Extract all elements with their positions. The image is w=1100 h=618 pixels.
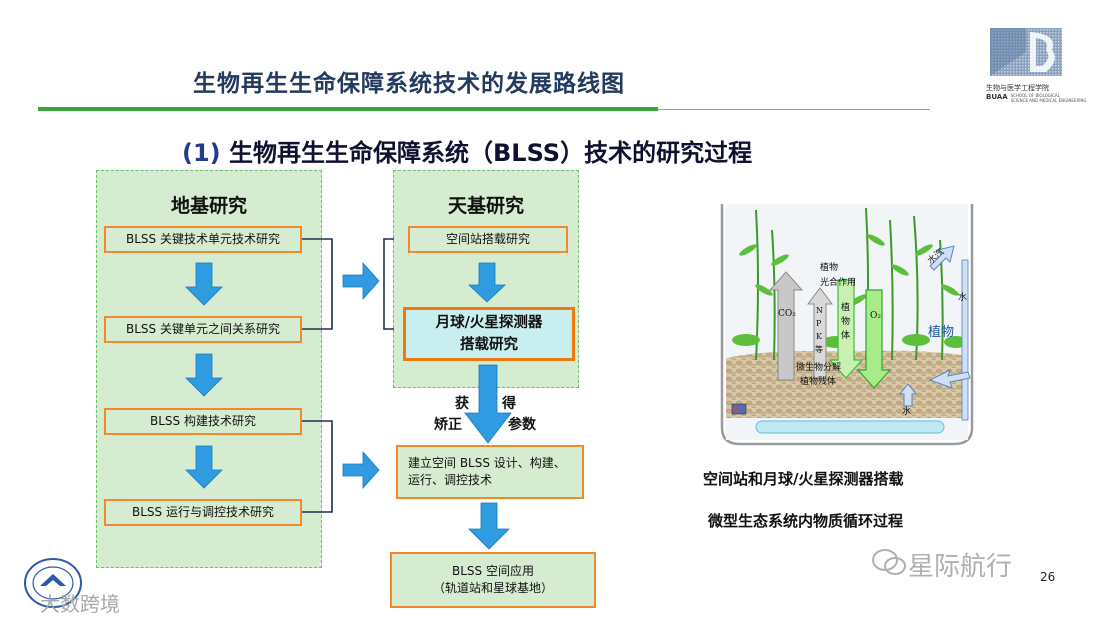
ground-research-title: 地基研究: [170, 195, 247, 217]
section-subtitle: (1) 生物再生生命保障系统（BLSS）技术的研究过程: [182, 133, 752, 168]
page-title: 生物再生生命保障系统技术的发展路线图: [193, 71, 625, 97]
plant-body-arrow: [828, 279, 864, 379]
logo-en-line1: SCHOOL OF BIOLOGICAL: [1010, 93, 1060, 98]
right-arrow-to-space: [342, 261, 380, 301]
illu-p: P: [816, 319, 822, 328]
space-application-line1: BLSS 空间应用: [452, 564, 534, 578]
logo-abbr: BUAA: [986, 93, 1008, 101]
down-arrow-final: [468, 502, 510, 550]
illu-water-bottom: 水: [902, 405, 911, 417]
water-pipe: [961, 259, 969, 421]
space-application-box: BLSS 空间应用 （轨道站和星球基地）: [390, 552, 596, 608]
right-arrow-to-merge: [342, 450, 380, 490]
ground-step-1: BLSS 关键技术单元技术研究: [104, 226, 302, 253]
bracket-ground-top: [302, 238, 333, 330]
side-water-arrow: [928, 369, 971, 389]
illustration-caption-line2: 微型生态系统内物质循环过程: [708, 512, 904, 530]
water-reservoir: [755, 420, 945, 434]
npk-arrow: [807, 287, 833, 379]
lunar-mars-probe-line1: 月球/火星探测器: [435, 314, 543, 331]
lunar-mars-probe-box: 月球/火星探测器 搭载研究: [403, 307, 575, 361]
wechat-icon: [872, 548, 906, 582]
illu-plant-label: 植物: [928, 325, 954, 340]
watermark-right: 星际航行: [908, 552, 1013, 582]
subtitle-number: (1): [182, 139, 221, 167]
space-application-line2: （轨道站和星球基地）: [432, 581, 553, 595]
lunar-mars-probe-line2: 搭载研究: [460, 336, 518, 353]
label-de: 得: [502, 396, 516, 412]
logo-cn-text: 生物与医学工程学院: [986, 84, 1049, 92]
illu-microbe-line1: 微生物分解: [796, 361, 841, 373]
page-number: 26: [1040, 570, 1056, 584]
space-station-box: 空间站搭载研究: [408, 226, 568, 253]
title-underline: [38, 107, 658, 111]
illu-water-side: 水: [958, 291, 967, 303]
buaa-logo-icon: [990, 28, 1062, 76]
bottom-water-arrow: [898, 383, 918, 407]
establish-tech-line2: 运行、调控技术: [408, 473, 493, 487]
down-arrow-ground-1: [185, 262, 223, 306]
bracket-space-top: [383, 238, 394, 330]
label-jiao-zheng: 矫正: [434, 417, 462, 433]
ground-step-3: BLSS 构建技术研究: [104, 408, 302, 435]
watermark-left: 大数跨境: [40, 592, 120, 616]
down-arrow-space-1: [467, 262, 507, 303]
title-underline-thin: [658, 109, 930, 110]
water-vapor-arrow: [929, 245, 955, 271]
illu-wu: 物: [841, 315, 850, 327]
space-research-title: 天基研究: [447, 195, 524, 217]
illu-o2: O₂: [870, 311, 881, 321]
ground-step-2: BLSS 关键单元之间关系研究: [104, 316, 302, 343]
university-seal-icon: [22, 556, 84, 614]
establish-tech-box: 建立空间 BLSS 设计、构建、 运行、调控技术: [396, 445, 584, 499]
illu-deng: 等: [815, 344, 823, 354]
school-logo: 生物与医学工程学院 BUAA SCHOOL OF BIOLOGICAL SCIE…: [986, 26, 1087, 103]
illu-n: N: [816, 306, 823, 315]
subtitle-text: 生物再生生命保障系统（BLSS）技术的研究过程: [229, 139, 753, 167]
illu-plant-photo-line1: 植物: [820, 261, 838, 273]
label-huo: 获: [455, 396, 469, 412]
illu-co2: CO₂: [778, 309, 796, 319]
bracket-ground-bottom: [302, 420, 333, 513]
establish-tech-line1: 建立空间 BLSS 设计、构建、: [408, 456, 566, 470]
label-can-shu: 参数: [508, 417, 536, 433]
logo-en-line2: SCIENCE AND MEDICAL ENGINEERING: [1010, 98, 1087, 103]
illu-zhi: 植: [841, 301, 850, 313]
blss-cycle-illustration: 植物 光合作用 CO₂ N P K 等 植 物 体 O₂ 微生物分解 植物残体 …: [720, 204, 974, 446]
illu-plant-photo-line2: 光合作用: [820, 276, 856, 288]
sensor-icon: [731, 403, 747, 415]
down-arrow-ground-2: [185, 353, 223, 397]
illu-ti: 体: [841, 329, 850, 341]
down-arrow-calibrate: [464, 364, 512, 444]
down-arrow-ground-3: [185, 445, 223, 489]
illu-microbe-line2: 植物残体: [800, 375, 836, 387]
illu-k: K: [816, 332, 823, 341]
ground-step-4: BLSS 运行与调控技术研究: [104, 499, 302, 526]
co2-arrow: [768, 271, 804, 381]
illustration-caption-line1: 空间站和月球/火星探测器搭载: [703, 470, 904, 488]
o2-arrow: [856, 289, 892, 389]
